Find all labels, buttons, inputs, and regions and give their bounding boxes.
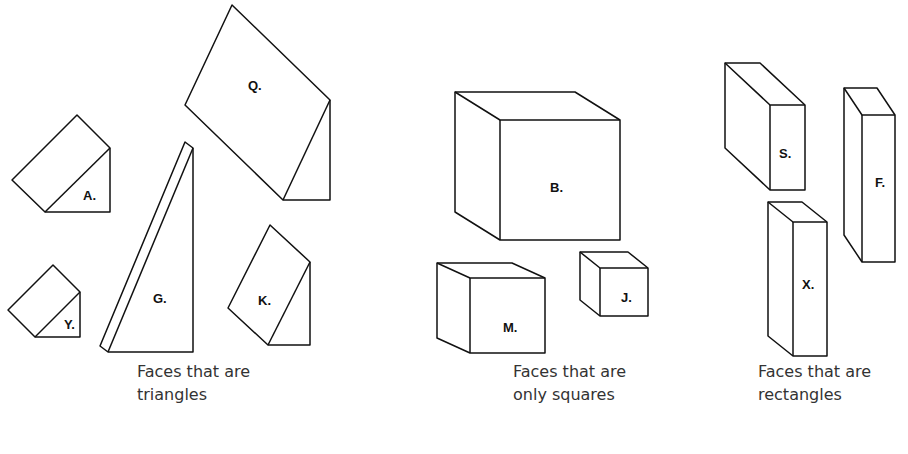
group-caption: Faces that are triangles — [137, 360, 272, 406]
group-caption: Faces that are only squares — [513, 360, 648, 406]
shape-letter: K. — [258, 294, 271, 307]
triangular-prism — [228, 225, 310, 345]
cube — [580, 252, 648, 316]
rectangular-prism — [844, 88, 895, 262]
shape-letter: X. — [802, 278, 814, 291]
group-caption: Faces that are rectangles — [758, 360, 893, 406]
cube — [437, 263, 545, 353]
rectangular-prism — [725, 63, 805, 190]
shape-letter: F. — [875, 176, 885, 189]
shape-letter: G. — [153, 292, 167, 305]
shape-letter: B. — [550, 181, 563, 194]
shape-letter: M. — [503, 321, 517, 334]
shape-letter: Y. — [64, 318, 75, 331]
cube — [455, 92, 620, 240]
triangular-prism — [12, 115, 110, 212]
shape-letter: A. — [83, 189, 96, 202]
triangular-prism — [8, 265, 80, 337]
shape-letter: S. — [779, 147, 791, 160]
rectangular-prism — [768, 202, 827, 356]
shape-letter: Q. — [248, 79, 262, 92]
triangular-prism — [100, 142, 193, 352]
shape-letter: J. — [621, 291, 632, 304]
triangular-prism — [185, 5, 330, 200]
